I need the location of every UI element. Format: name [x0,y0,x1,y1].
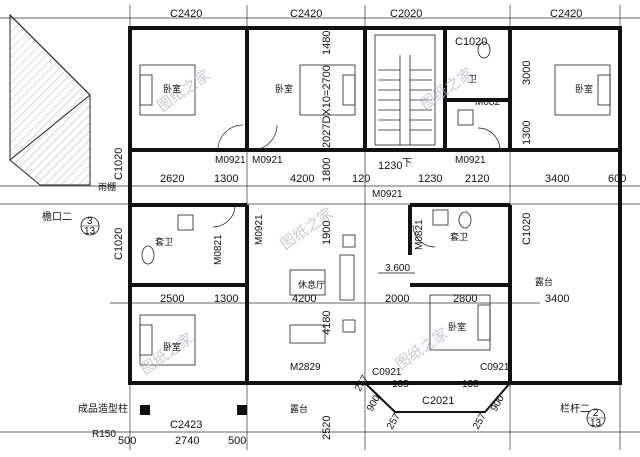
svg-text:C0921: C0921 [372,367,402,378]
watermarks: 图纸之家 图纸之家 图纸之家 图纸之家 图纸之家 [138,65,477,378]
beds [139,64,611,366]
svg-text:2027DX10=2700: 2027DX10=2700 [321,65,333,148]
svg-text:900: 900 [365,393,383,413]
svg-text:2620: 2620 [160,173,184,185]
svg-text:2520: 2520 [321,416,333,440]
room-label-ensuite: 套卫 [450,231,468,242]
svg-text:1800: 1800 [321,158,333,182]
svg-text:500: 500 [228,435,246,447]
svg-text:C1020: C1020 [113,228,125,260]
svg-text:2740: 2740 [175,435,199,447]
svg-text:M2829: M2829 [290,362,321,373]
columns [140,405,247,415]
eave-label: 檐口二 [42,210,72,223]
horizontal-dimensions: 2620 1300 4200 120 1230 1230 2120 3400 6… [118,160,626,447]
bay-window [364,382,511,413]
svg-text:2500: 2500 [160,293,184,305]
svg-text:500: 500 [118,435,136,447]
svg-text:1300: 1300 [214,293,238,305]
svg-text:1480: 1480 [321,31,333,55]
room-label-bedroom: 卧室 [163,341,181,352]
svg-text:1230: 1230 [418,173,442,185]
door-marks: M0921 M0921 M082 M0921 M0921 M0921 M0821… [213,97,510,378]
stair-down-label: 下 [402,158,412,169]
svg-text:4180: 4180 [321,311,333,335]
room-label-living: 休息厅 [298,279,325,290]
svg-text:4200: 4200 [290,173,314,185]
railing-ref-top: 2 [593,408,599,419]
svg-text:1900: 1900 [321,221,333,245]
column-label: 成品造型柱 [78,402,128,415]
eave-ref-bottom: 13 [84,226,96,237]
svg-text:C1020: C1020 [113,148,125,180]
svg-text:135: 135 [392,379,409,390]
walls [128,26,622,385]
svg-text:C2423: C2423 [170,419,202,431]
bathroom-fixtures [141,41,491,265]
svg-text:257: 257 [385,411,403,431]
svg-text:4200: 4200 [292,293,316,305]
svg-text:3400: 3400 [545,293,569,305]
svg-text:600: 600 [608,173,626,185]
svg-text:1300: 1300 [521,121,533,145]
svg-text:C2420: C2420 [170,8,202,20]
room-label-bedroom: 卧室 [163,83,181,94]
svg-text:3400: 3400 [545,173,569,185]
railing-label: 栏杆二 [560,402,590,415]
room-label-terrace: 露台 [535,276,553,287]
room-label-bathroom: 卫 [468,74,477,84]
svg-text:2000: 2000 [385,293,409,305]
svg-text:2800: 2800 [453,293,477,305]
left-roof [9,13,91,186]
svg-text:M0921: M0921 [215,155,246,166]
svg-text:257: 257 [471,411,489,431]
svg-text:2120: 2120 [465,173,489,185]
svg-text:C2021: C2021 [422,395,454,407]
svg-text:120: 120 [352,173,370,185]
elevation-label: 3.600 [385,263,410,274]
living-furniture [289,234,356,344]
svg-text:M082: M082 [475,97,500,108]
svg-text:900: 900 [489,393,507,413]
svg-text:图纸之家: 图纸之家 [138,330,197,378]
room-label-bedroom: 卧室 [275,83,293,94]
room-label-bedroom: 卧室 [448,321,466,332]
svg-text:M0921: M0921 [455,155,486,166]
window-marks: C2420 C2420 C2020 C1020 C2420 C1020 C102… [113,8,582,431]
svg-text:C2420: C2420 [550,8,582,20]
svg-text:C1020: C1020 [455,36,487,48]
svg-text:C2020: C2020 [390,8,422,20]
svg-text:1230: 1230 [378,160,402,172]
svg-text:257: 257 [353,373,371,393]
door-swings [212,124,501,248]
room-label-terrace: 露台 [290,403,308,414]
room-label-bedroom: 卧室 [575,83,593,94]
svg-text:C2420: C2420 [290,8,322,20]
railing-ref-bottom: 13 [590,418,602,429]
svg-text:M0821: M0821 [213,234,224,265]
svg-text:R150: R150 [92,429,116,440]
room-label-ensuite: 套卫 [155,236,173,247]
svg-text:C0921: C0921 [480,362,510,373]
svg-text:M0921: M0921 [372,189,403,200]
annotations: 下 3.600 檐口二 3 13 栏杆二 2 13 成品造型柱 [42,158,606,429]
svg-text:M0921: M0921 [252,155,283,166]
room-labels: 卧室 卧室 卧室 卧室 卧室 卫 套卫 套卫 休息厅 露台 露台 雨棚 [98,74,593,414]
svg-text:3000: 3000 [521,61,533,85]
svg-text:M0821: M0821 [414,219,425,250]
room-label-canopy: 雨棚 [98,181,116,192]
svg-text:135: 135 [462,379,479,390]
svg-text:M0921: M0921 [254,214,265,245]
svg-text:1300: 1300 [214,173,238,185]
svg-text:C1020: C1020 [521,213,533,245]
eave-ref-top: 3 [87,216,93,227]
staircase [374,34,436,146]
